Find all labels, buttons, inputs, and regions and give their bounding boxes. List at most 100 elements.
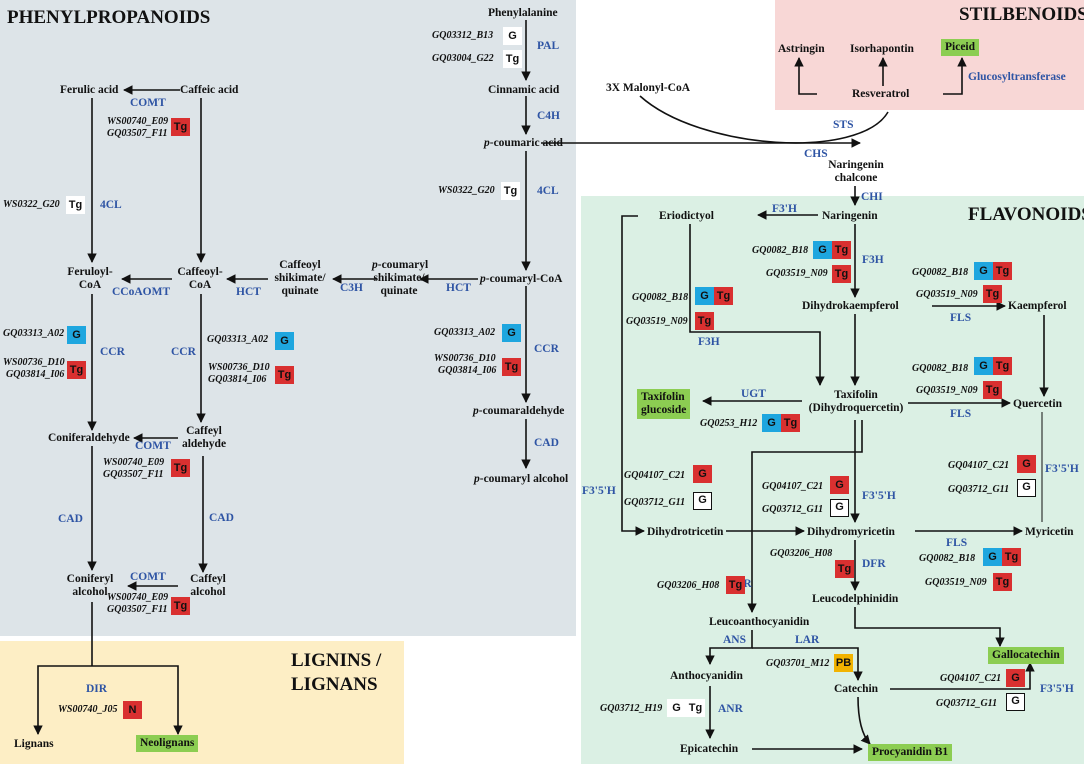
gene-label: GQ03507_F11: [107, 604, 168, 615]
gene-label: GQ0082_B18: [912, 267, 969, 278]
tag-g: G: [693, 465, 712, 483]
tag-g: G: [1006, 693, 1025, 711]
tag-g: G: [693, 492, 712, 510]
tag-tg: Tg: [832, 241, 851, 259]
enzyme-chs: CHS: [804, 148, 828, 160]
tag-g: G: [974, 262, 993, 280]
tag-g: G: [1006, 669, 1025, 687]
gene-label: GQ03507_F11: [107, 128, 168, 139]
compound-leucodelphinidin: Leucodelphinidin: [812, 593, 899, 605]
gene-label: GQ03519_N09: [916, 385, 978, 396]
tag-tg: Tg: [66, 196, 85, 214]
enzyme-lar: LAR: [795, 634, 820, 646]
gene-label: GQ03312_B13: [432, 30, 494, 41]
gene-label: GQ03814_I06: [438, 365, 497, 376]
gene-label: GQ03712_G11: [624, 497, 686, 508]
compound-phenylalanine: Phenylalanine: [488, 7, 558, 19]
enzyme-4cl: 4CL: [537, 185, 559, 197]
gene-label: GQ03004_G22: [432, 53, 494, 64]
title-flavonoids: FLAVONOIDS: [968, 204, 1084, 225]
tag-tg: Tg: [686, 699, 705, 717]
enzyme-f3ph: F3'H: [772, 203, 797, 215]
gene-label: WS00740_E09: [103, 457, 165, 468]
tag-g: G: [983, 548, 1002, 566]
tag-g: G: [830, 476, 849, 494]
compound-caffeoyl-shikimate: Caffeoyl shikimate/ quinate: [274, 259, 326, 297]
gene-label: WS00740_E09: [107, 592, 169, 603]
phenylpropanoids-region: [0, 0, 576, 636]
enzyme-comt-1: COMT: [130, 97, 166, 109]
gene-label: GQ04107_C21: [948, 460, 1010, 471]
gene-label: GQ03519_N09: [916, 289, 978, 300]
gene-label: WS0322_G20: [3, 199, 60, 210]
tag-pb: PB: [834, 654, 853, 672]
title-lignins: LIGNINS /: [291, 650, 382, 671]
enzyme-anr: ANR: [718, 703, 743, 715]
compound-astringin: Astringin: [778, 43, 825, 55]
enzyme-ans: ANS: [723, 634, 747, 646]
tag-tg: Tg: [983, 285, 1002, 303]
tag-tg: Tg: [171, 118, 190, 136]
gene-label: GQ03814_I06: [6, 369, 65, 380]
tag-g: G: [275, 332, 294, 350]
enzyme-f35h-bottom: F3'5'H: [1040, 683, 1074, 695]
enzyme-dfr-1: DFR: [862, 558, 886, 570]
gene-label: GQ03507_F11: [103, 469, 164, 480]
compound-leucoanthocyanidin: Leucoanthocyanidin: [709, 616, 810, 628]
title-stilbenoids: STILBENOIDS: [959, 4, 1084, 25]
tag-tg: Tg: [835, 560, 854, 578]
gene-label: WS00736_D10: [208, 362, 270, 373]
compound-dihydrotricetin: Dihydrotricetin: [647, 526, 724, 538]
gene-label: GQ04107_C21: [762, 481, 824, 492]
enzyme-ccr-3: CCR: [534, 343, 559, 355]
tag-g: G: [762, 414, 781, 432]
compound-taxifolin: Taxifolin(Dihydroquercetin): [808, 389, 904, 414]
tag-tg: Tg: [993, 357, 1012, 375]
enzyme-ccr-2: CCR: [171, 346, 196, 358]
enzyme-fls-2: FLS: [950, 408, 972, 420]
compound-naringenin: Naringenin: [822, 210, 878, 222]
compound-p-coumaraldehyde: p-coumaraldehyde: [473, 405, 565, 417]
enzyme-comt-2: COMT: [135, 440, 171, 452]
gene-label: GQ04107_C21: [940, 673, 1002, 684]
gene-label: GQ03712_G11: [948, 484, 1010, 495]
compound-piceid: Piceid: [941, 39, 980, 56]
gene-label: GQ0082_B18: [752, 245, 809, 256]
tag-n: N: [123, 701, 142, 719]
tag-g: G: [667, 699, 686, 717]
compound-isorhapontin: Isorhapontin: [850, 43, 914, 55]
gene-label: GQ03206_H08: [657, 580, 720, 591]
tag-tg: Tg: [171, 459, 190, 477]
enzyme-chi: CHI: [861, 191, 883, 203]
gene-label: GQ0082_B18: [912, 363, 969, 374]
compound-catechin: Catechin: [834, 683, 879, 695]
tag-tg: Tg: [171, 597, 190, 615]
gene-label: GQ03519_N09: [766, 268, 828, 279]
enzyme-sts: STS: [833, 119, 854, 131]
tag-g: G: [1017, 479, 1036, 497]
enzyme-fls-1: FLS: [950, 312, 972, 324]
tag-g: G: [695, 287, 714, 305]
compound-myricetin: Myricetin: [1025, 526, 1074, 538]
enzyme-ccoaomt: CCoAOMT: [112, 286, 171, 298]
enzyme-glucosyltransferase: Glucosyltransferase: [968, 71, 1066, 83]
tag-tg: Tg: [1002, 548, 1021, 566]
tag-tg: Tg: [993, 262, 1012, 280]
tag-g: G: [830, 499, 849, 517]
gene-label: GQ03814_I06: [208, 374, 267, 385]
compound-eriodictyol: Eriodictyol: [659, 210, 714, 222]
gene-label: GQ03313_A02: [3, 328, 65, 339]
gene-label: GQ0082_B18: [919, 553, 976, 564]
compound-malonyl-coa: 3X Malonyl-CoA: [606, 82, 691, 94]
compound-kaempferol: Kaempferol: [1008, 300, 1067, 312]
gene-label: GQ03519_N09: [925, 577, 987, 588]
tag-tg: Tg: [503, 50, 522, 68]
compound-epicatechin: Epicatechin: [680, 743, 739, 755]
enzyme-f35h-mid: F3'5'H: [862, 490, 896, 502]
enzyme-4cl-left: 4CL: [100, 199, 122, 211]
tag-g: G: [813, 241, 832, 259]
enzyme-cad-3: CAD: [534, 437, 559, 449]
